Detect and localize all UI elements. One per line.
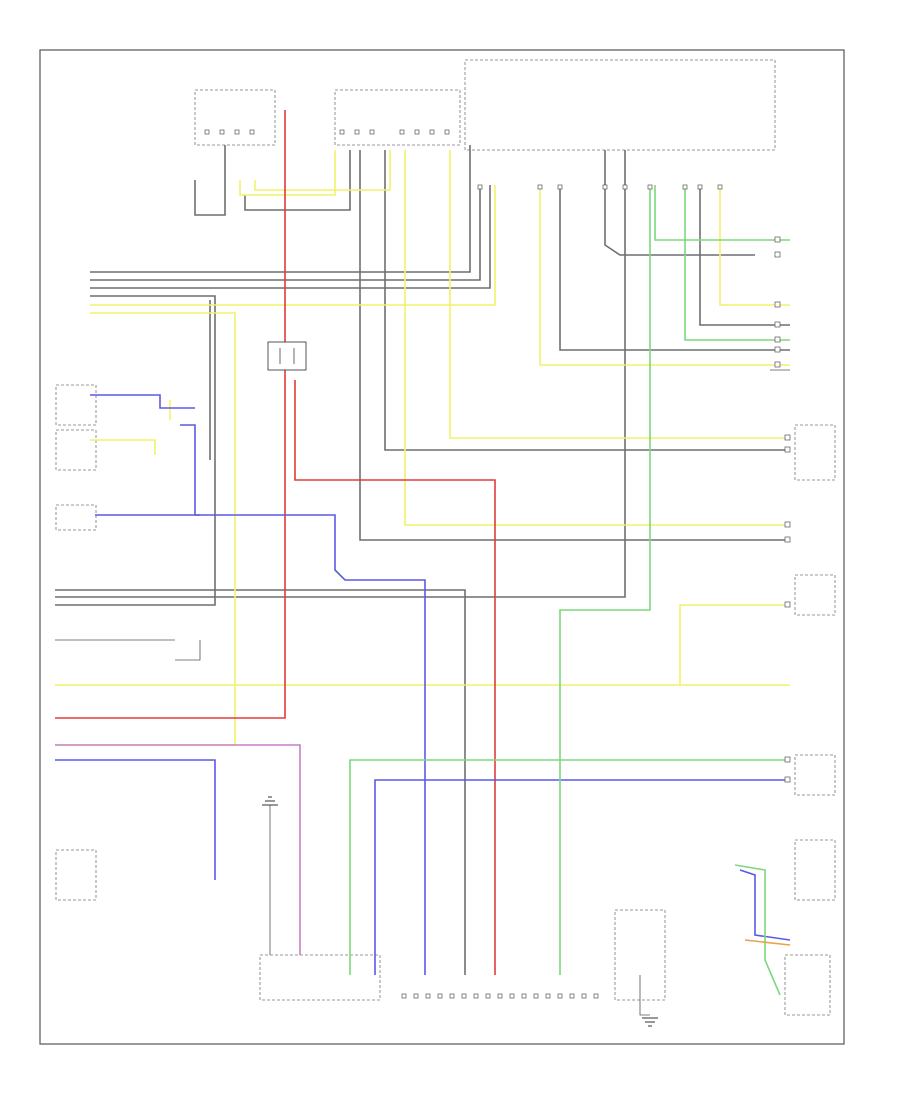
wire-blue-2 bbox=[180, 424, 426, 975]
wire-gray-10 bbox=[604, 150, 755, 256]
wire-yellow-3 bbox=[404, 150, 790, 526]
wire-blue-6 bbox=[739, 869, 791, 941]
fuse-box-icon bbox=[267, 341, 307, 371]
outline-left-sensor-a bbox=[55, 384, 97, 426]
diagram-frame bbox=[39, 49, 845, 1045]
component-outlines bbox=[55, 59, 836, 1016]
outline-right-module bbox=[464, 59, 776, 151]
gray-wires bbox=[55, 145, 790, 975]
green-wires bbox=[349, 185, 790, 996]
wire-yellow-11 bbox=[90, 439, 156, 455]
connector-pin-icon bbox=[774, 236, 791, 783]
wire-blue-1 bbox=[90, 394, 195, 409]
wire-green-1 bbox=[654, 185, 790, 241]
blue-wires bbox=[55, 394, 791, 975]
thin-lines bbox=[55, 369, 790, 1016]
wire-gray-7 bbox=[384, 150, 790, 451]
wire-green-5 bbox=[734, 864, 781, 996]
wire-gray-4 bbox=[55, 295, 216, 606]
outline-right-module-d bbox=[794, 839, 836, 901]
wire-yellow-5 bbox=[539, 185, 790, 366]
line-switch-body bbox=[639, 975, 650, 1016]
wire-blue-5 bbox=[374, 779, 790, 975]
line-switch-lead bbox=[175, 640, 201, 661]
outline-top-left-module bbox=[194, 89, 276, 146]
wire-gray-12 bbox=[244, 150, 351, 211]
connector-pin-icon bbox=[401, 993, 599, 999]
outline-left-sensor-b bbox=[55, 429, 97, 471]
outline-left-bottom-module bbox=[55, 849, 97, 901]
wire-yellow-10 bbox=[254, 150, 391, 191]
connector-pin-icon bbox=[204, 129, 723, 190]
wire-gray-13 bbox=[194, 145, 226, 216]
wire-yellow-1 bbox=[90, 185, 496, 306]
wire-gray-2 bbox=[90, 185, 481, 281]
wire-yellow-6 bbox=[719, 185, 790, 306]
outline-left-sensor-c bbox=[55, 504, 97, 531]
outline-right-module-a bbox=[794, 424, 836, 481]
wire-green-2 bbox=[684, 185, 790, 341]
outline-right-module-e bbox=[784, 954, 831, 1016]
wire-green-4 bbox=[349, 759, 790, 975]
outline-right-module-c bbox=[794, 754, 836, 796]
wire-yellow-2 bbox=[55, 312, 236, 746]
wire-red-1 bbox=[55, 110, 286, 719]
ground-icon bbox=[642, 1017, 658, 1027]
wire-orange-1 bbox=[744, 939, 791, 946]
wire-green-3 bbox=[559, 185, 651, 975]
wire-blue-4 bbox=[55, 759, 216, 880]
outline-right-module-b bbox=[794, 574, 836, 616]
wire-gray-11 bbox=[699, 185, 790, 326]
wire-gray-1 bbox=[90, 145, 471, 273]
wire-gray-8 bbox=[359, 150, 790, 541]
wire-gray-9 bbox=[559, 185, 790, 351]
wire-pink-1 bbox=[55, 744, 301, 955]
red-wires bbox=[55, 110, 496, 975]
ground-icon bbox=[262, 796, 278, 806]
misc-wires bbox=[55, 744, 791, 955]
wire-yellow-9 bbox=[239, 150, 336, 196]
outline-bottom-module bbox=[259, 954, 381, 1001]
wire-yellow-8 bbox=[679, 604, 790, 685]
wire-gray-5 bbox=[55, 589, 466, 975]
outline-top-center-module bbox=[334, 89, 461, 146]
wire-red-2 bbox=[294, 380, 496, 975]
wire-gray-3 bbox=[90, 185, 491, 289]
wire-gray-6 bbox=[55, 150, 626, 598]
wire-yellow-4 bbox=[449, 150, 790, 439]
